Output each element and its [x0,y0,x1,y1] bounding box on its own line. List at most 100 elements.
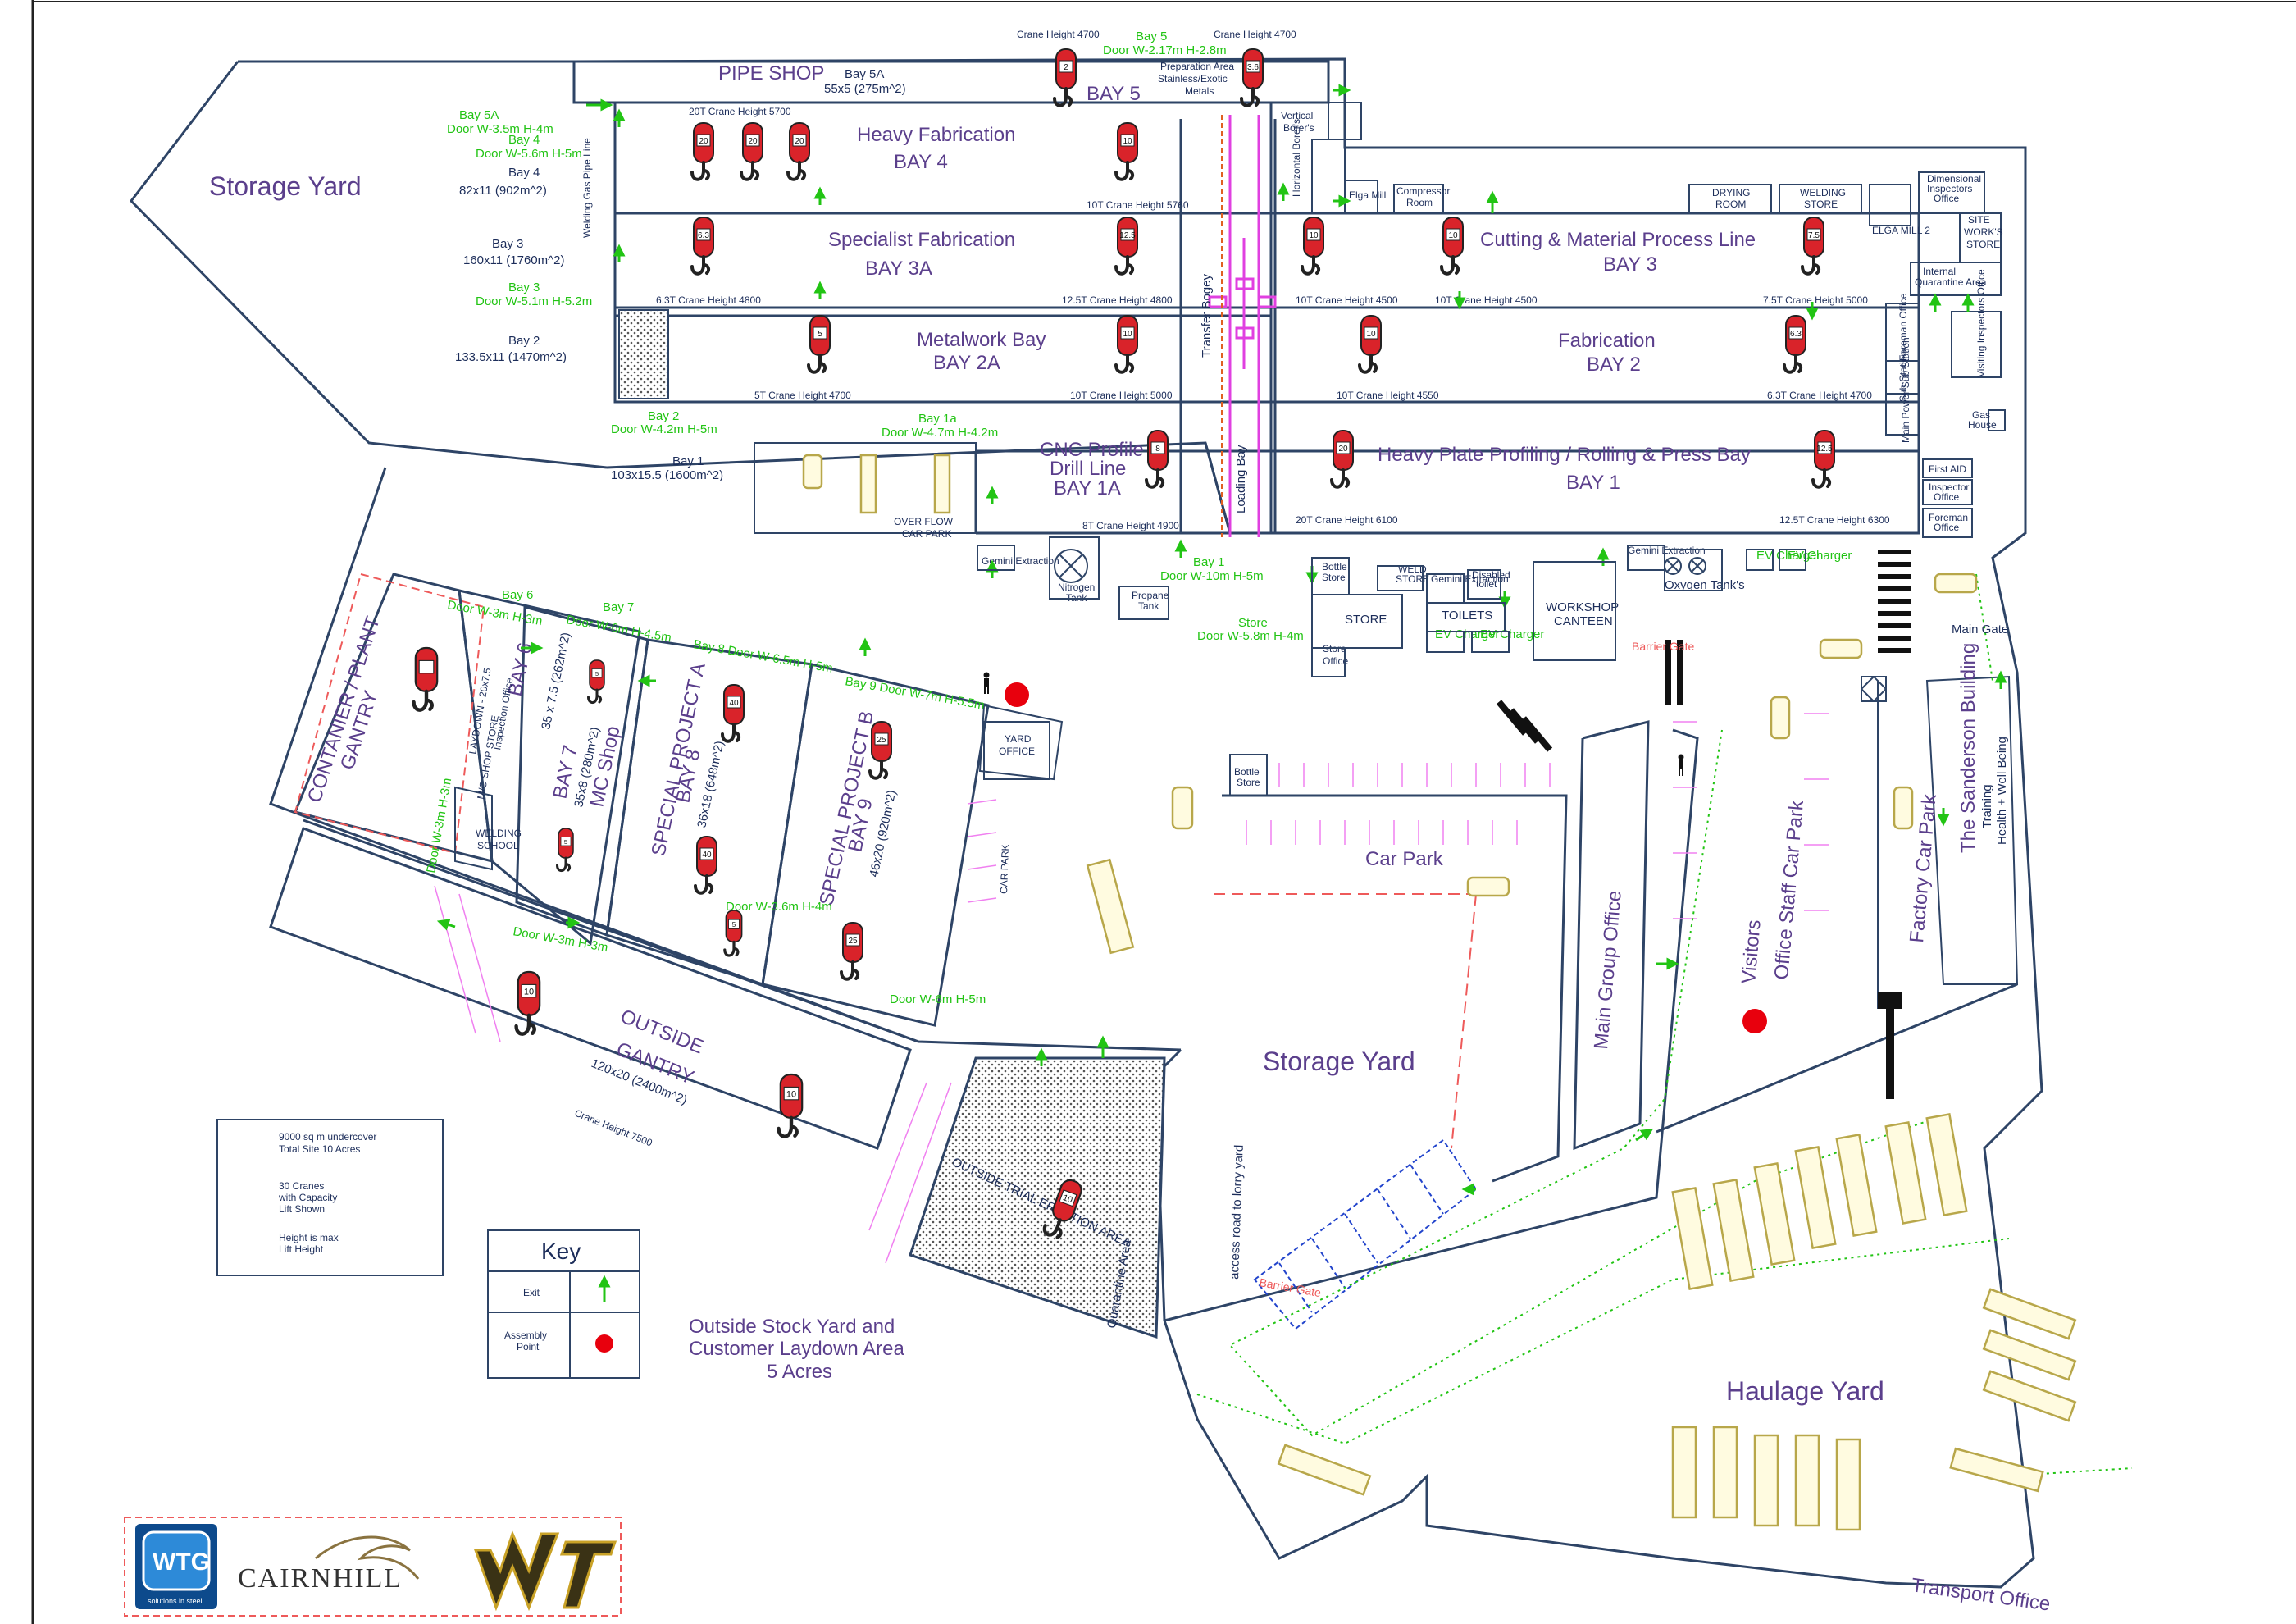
welding-school-1: WELDING [476,828,522,839]
info-line5: Lift Shown [279,1203,325,1215]
loading-bay-label: Loading Bay [1234,445,1248,513]
parking-bays-magenta [434,713,1829,1264]
crane-icon: 10 [1042,1179,1082,1239]
drying-room-2: ROOM [1715,198,1746,210]
crane-height-6: 6.3T Crane Height 4800 [656,294,761,306]
bay7-door-spec: Door W-6m H-4.5m [565,613,672,645]
overflow-1: OVER FLOW [894,516,954,527]
exit-arrows [436,84,2007,1196]
bottle-store-1: Bottle [1234,766,1260,778]
bay3-door-spec: Door W-5.1m H-5.2m [476,294,592,308]
bay6-size: 35 x 7.5 (262m^2) [539,631,573,730]
haulage-yard-label: Haulage Yard [1726,1376,1884,1406]
bottle-store-3: Bottle [1322,561,1347,573]
crane-capacity: 10 [786,1090,796,1100]
crane-height-8: 5T Crane Height 4700 [754,390,851,401]
sanderson-1: The Sanderson Building [1957,643,1979,853]
drying-room-1: DRYING [1712,187,1750,198]
door-3m-a: Door W-3m H-3m [424,777,454,874]
assembly-points [1004,682,1767,1033]
main-building [572,60,2006,538]
store-office-2: Office [1323,655,1348,667]
key-assembly-2: Point [517,1341,540,1353]
site-works-1: SITE [1968,214,1990,226]
crane-capacity: 7.5 [1808,231,1820,240]
oxygen-label: Oxygen Tank's [1665,578,1745,592]
crane-capacity: 5 [595,670,599,677]
crane-icon: 5 [556,828,574,873]
site-works-3: STORE [1966,239,2000,250]
bay1-size-title: Bay 1 [672,454,704,468]
crane-height-11: 10T Crane Height 4500 [1296,294,1398,306]
crane-capacity: 40 [702,851,712,860]
crane-capacity: 6.3 [1790,330,1802,339]
foreman-1: Foreman [1929,512,1968,523]
heavy-plate-label: Heavy Plate Profiling / Rolling & Press … [1378,444,1751,466]
storage-yard-label: Storage Yard [209,171,362,201]
crane-capacity: 10 [524,988,534,997]
key-title: Key [541,1239,581,1264]
store-label: STORE [1345,613,1387,627]
wt-logo-icon [473,1530,617,1612]
crane-icon: 6.3 [690,217,714,276]
yard-office-1: YARD [1004,733,1032,745]
pipe-shop-label: PIPE SHOP [718,62,824,84]
crane-capacity: 10 [1123,137,1132,146]
crane-capacity: 2 [1064,63,1068,72]
visiting-insp: Visiting Inspectors Office [1975,269,1987,377]
bay2-size-title: Bay 2 [508,334,540,348]
bay2a-label: BAY 2A [933,352,1000,374]
welding-store-2: STORE [1804,198,1838,210]
central-yard [1164,675,2019,1322]
crane-height-9: 10T Crane Height 5000 [1070,390,1173,401]
crane-icon: 10 [1114,122,1138,181]
crane-height-7: 12.5T Crane Height 4800 [1062,294,1173,306]
crane-icon: 20 [786,122,810,181]
crossings [1496,550,1911,1099]
crane-capacity: 40 [729,699,739,708]
crane-icon: 6.3 [1783,315,1806,374]
propane-1: Propane [1132,590,1169,601]
bay7-door-title: Bay 7 [603,600,634,614]
svg-text:WTG: WTG [153,1549,210,1576]
bay5a-door-spec: Door W-3.5m H-4m [447,122,554,136]
crane-capacity: 10 [1309,231,1319,240]
key-box: Key Exit Assembly Point [487,1229,640,1379]
bay5a-size: 55x5 (275m^2) [824,82,906,96]
crane-icon: 10 [1114,315,1138,374]
prep-area-2: Stainless/Exotic [1158,73,1228,84]
crane-capacity: 5 [818,330,822,339]
crane-height-17: 12.5T Crane Height 6300 [1779,514,1890,526]
crane-capacity: 10 [1062,1193,1074,1205]
ev-4: EV Charger [1480,627,1544,641]
compressor-1: Compressor [1396,185,1450,197]
man-icon [1678,754,1684,776]
bay3-label: BAY 3 [1603,253,1657,276]
crane-icon: 20 [690,122,714,181]
bay3-size: 160x11 (1760m^2) [463,253,565,267]
crane-icon: 7.5 [1801,217,1824,276]
assembly-point-icon [1004,682,1029,707]
sanderson-3: Health + Well Being [1995,737,2009,845]
crane-icon: 12.5 [1811,430,1835,489]
cnc-label-2: Drill Line [1050,458,1126,480]
bay3-size-title: Bay 3 [492,237,523,251]
bay5-door-title: Bay 5 [1136,30,1167,43]
crane-icon: 20 [1330,430,1354,489]
cairnhill-horse-icon [315,1535,420,1580]
propane-2: Tank [1138,600,1159,612]
crane-icon: 10 [1440,217,1464,276]
bay5a-title: Bay 5A [845,67,884,81]
door-3m-b: Door W-3m H-3m [512,924,608,955]
loading-bay-rails [1208,115,1277,537]
man-icon [983,672,990,694]
info-line7: Lift Height [279,1243,324,1255]
crane-icon: 40 [694,836,718,895]
crane-capacity: 5 [732,921,736,928]
logo-strip: WTG solutions in steel CAIRNHILL [124,1517,622,1617]
main-gate-label: Main Gate [1952,623,2008,636]
fabrication-label: Fabrication [1558,330,1656,352]
bay4-size-title: Bay 4 [508,166,540,180]
